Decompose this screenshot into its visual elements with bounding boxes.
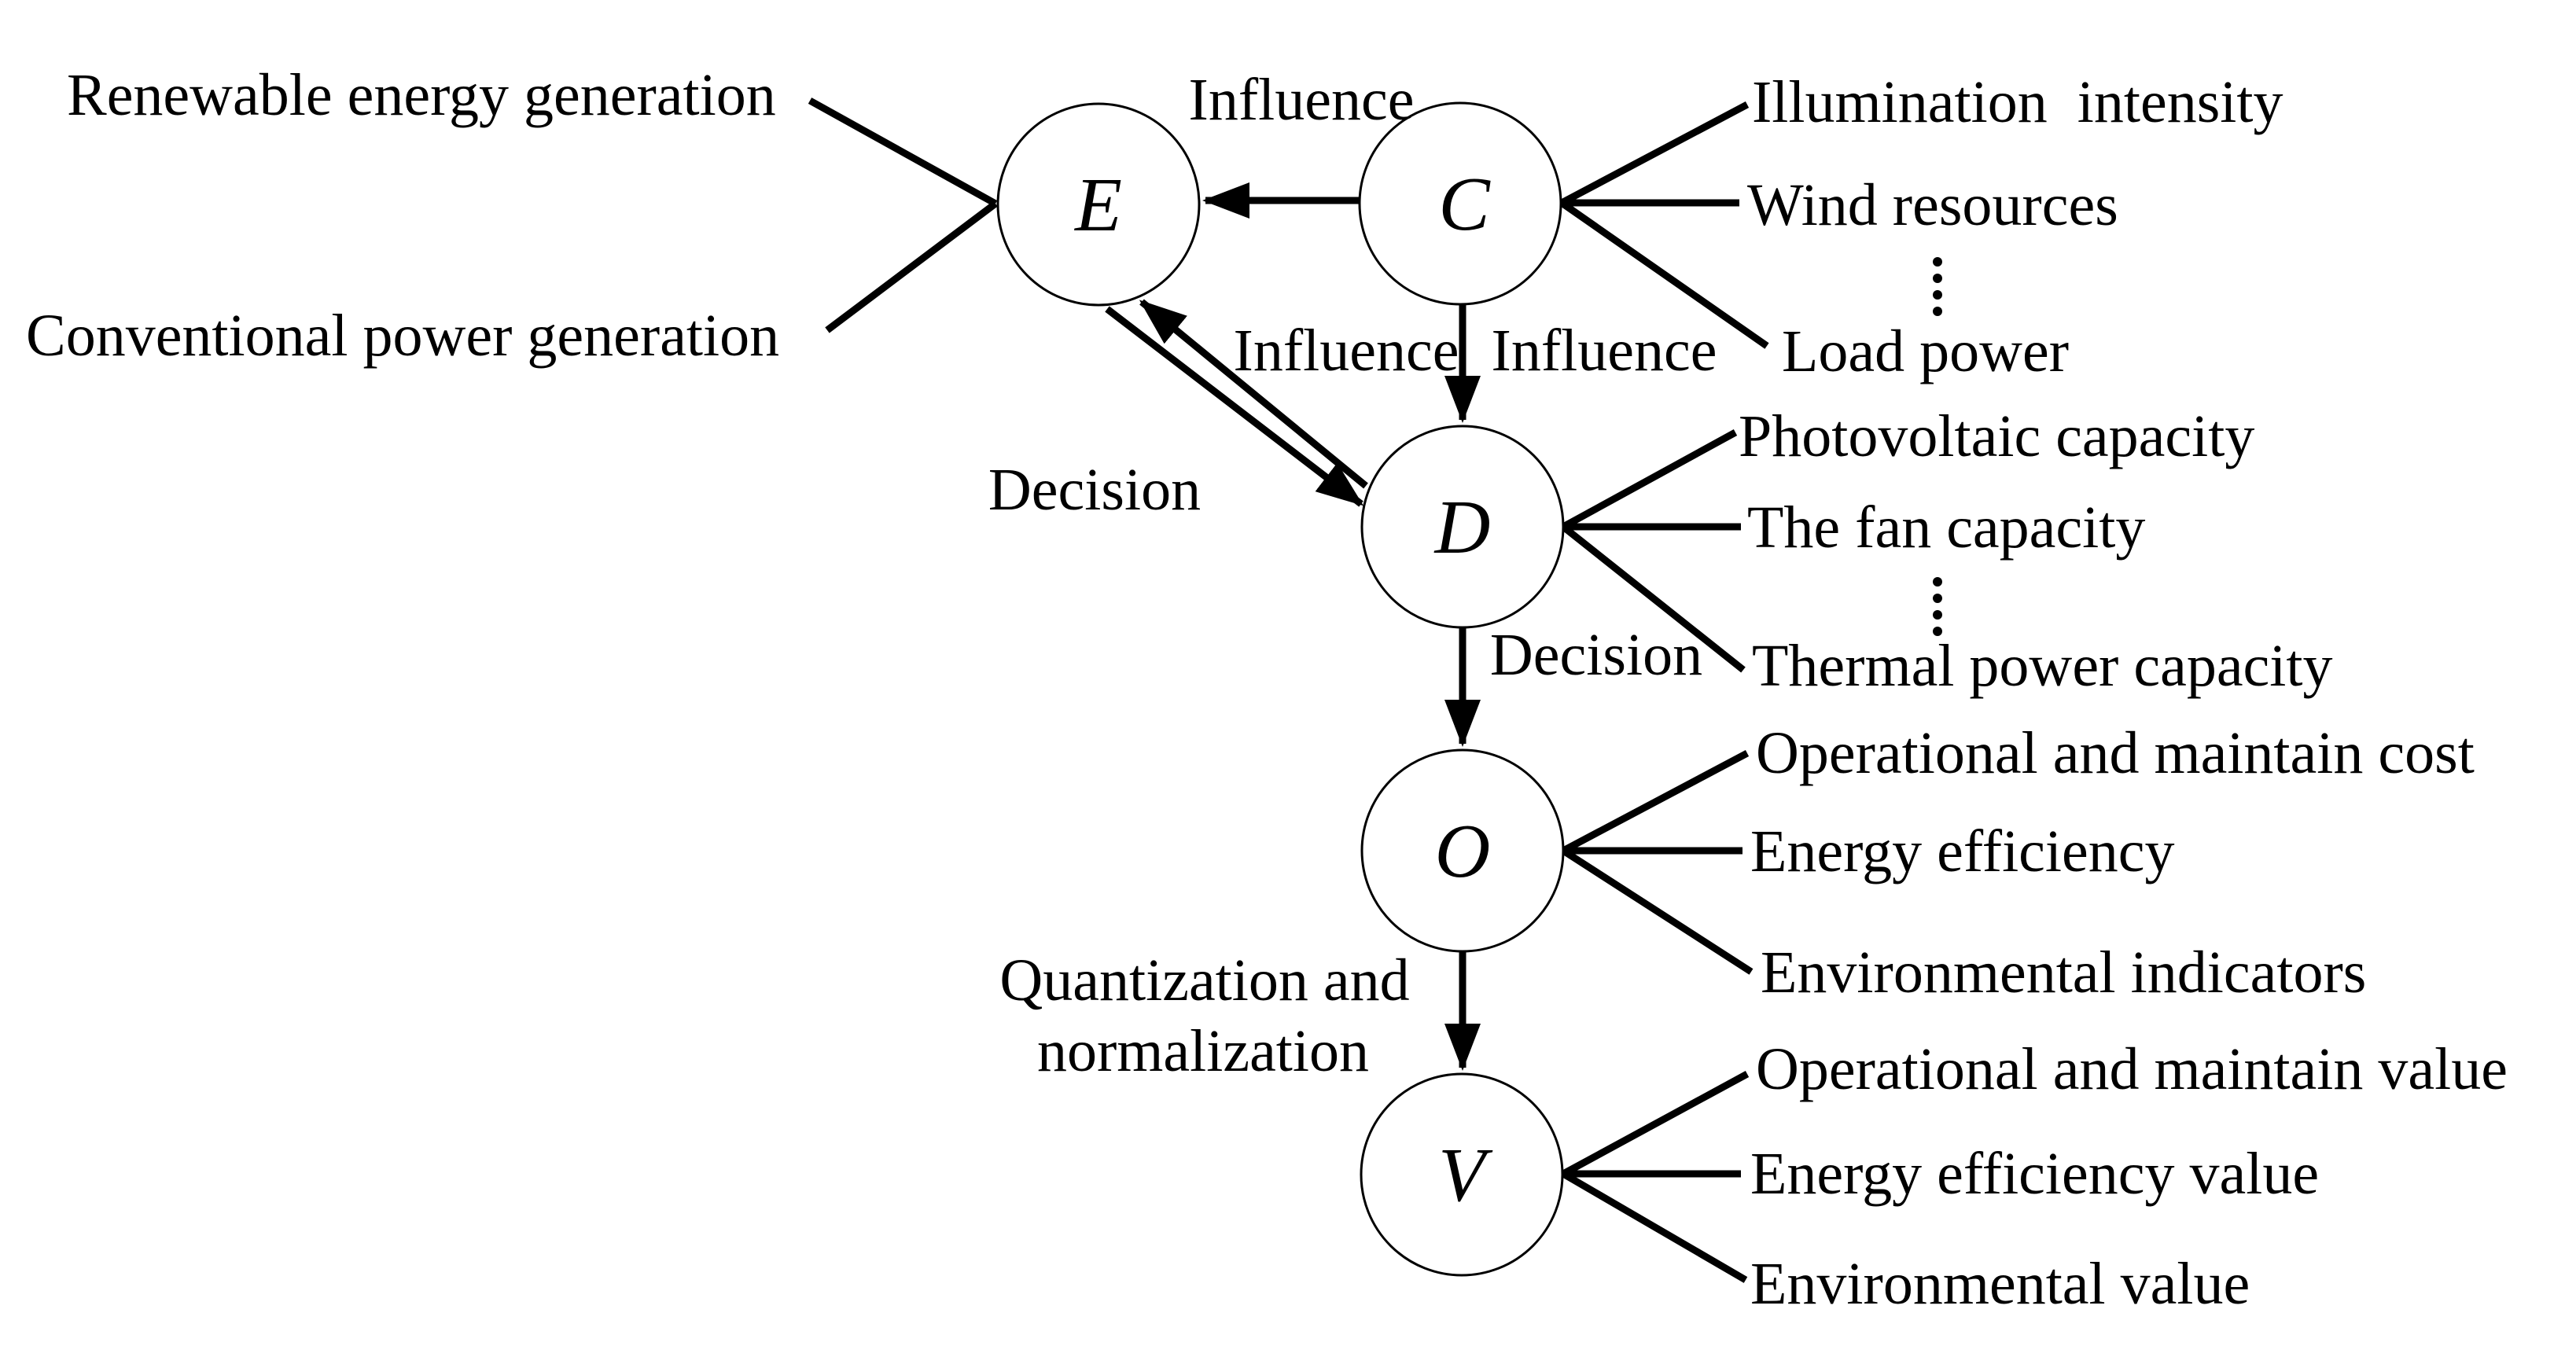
attribute-label-operational-and-maintain-cost: Operational and maintain cost [1756, 720, 2475, 786]
edge-label-quantization-line2: normalization [1037, 1018, 1369, 1084]
attribute-label-environmental-value: Environmental value [1750, 1251, 2250, 1317]
attribute-label-environmental-indicators: Environmental indicators [1761, 940, 2366, 1006]
edge-label-quantization-line1: Quantization and [999, 947, 1409, 1013]
attribute-label-photovoltaic-capacity: Photovoltaic capacity [1739, 403, 2254, 469]
connector-line-V-to-environmental-value [1561, 1171, 1748, 1283]
ellipsis-dots-C [1933, 257, 1942, 316]
connector-line-conventional-to-E [825, 200, 998, 333]
node-E-circle [996, 102, 1201, 307]
arrow-D-to-E [1139, 299, 1368, 489]
attribute-label-renewable-energy-generation: Renewable energy generation [67, 62, 776, 128]
edge-label-influence-D-E: Influence [1234, 318, 1459, 384]
attribute-label-illumination-intensity: Illumination intensity [1752, 69, 2283, 135]
attribute-label-wind-resources: Wind resources [1747, 172, 2118, 238]
node-V-circle [1360, 1072, 1564, 1277]
attribute-label-load-power: Load power [1782, 318, 2069, 384]
edge-label-influence-C-D: Influence [1492, 318, 1717, 384]
connector-line-O-to-indicators [1561, 848, 1754, 975]
attribute-label-conventional-power-generation: Conventional power generation [26, 303, 779, 369]
connector-line-renewable-to-E [808, 97, 998, 207]
attribute-label-thermal-power-capacity: Thermal power capacity [1752, 633, 2333, 699]
connector-line-D-to-thermal [1561, 524, 1746, 673]
connector-line-C-to-illumination [1559, 101, 1750, 206]
connector-line-C-to-load [1559, 200, 1769, 349]
attribute-label-energy-efficiency-value: Energy efficiency value [1750, 1141, 2319, 1207]
attribute-label-the-fan-capacity: The fan capacity [1747, 495, 2145, 561]
ellipsis-dots-D [1933, 577, 1942, 636]
edge-label-decision-E-D: Decision [988, 457, 1201, 523]
attribute-label-energy-efficiency: Energy efficiency [1750, 818, 2175, 884]
attribute-label-operational-and-maintain-value: Operational and maintain value [1756, 1036, 2508, 1102]
node-V-label: V [1438, 1133, 1493, 1218]
node-C-label: C [1438, 162, 1491, 247]
node-D-label: D [1433, 485, 1491, 570]
node-O-label: O [1435, 809, 1491, 894]
connector-line-O-to-cost [1561, 750, 1750, 854]
connector-line-D-to-photovoltaic [1561, 429, 1738, 530]
node-E-label: E [1073, 163, 1122, 248]
edge-label-influence-C-E: Influence [1189, 67, 1415, 133]
edge-label-decision-D-O: Decision [1490, 622, 1702, 688]
connector-line-V-to-cost-value [1561, 1071, 1750, 1177]
